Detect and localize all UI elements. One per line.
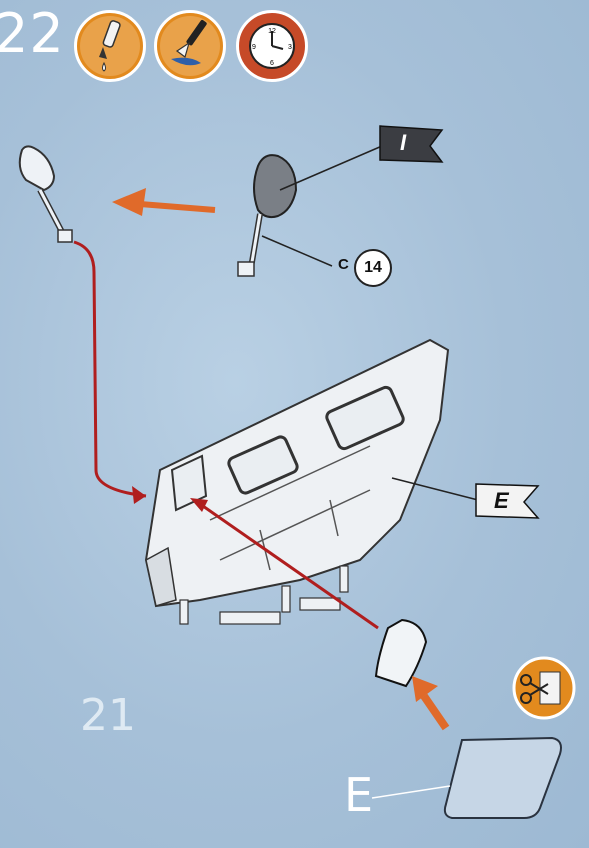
glass-direction-arrow — [412, 676, 450, 731]
door-panel-part — [144, 338, 450, 625]
mirror-part — [237, 154, 298, 277]
glue-bottle-icon — [80, 16, 140, 76]
paint-callout-number: 14 — [354, 249, 392, 287]
scissors-icon — [520, 674, 549, 704]
paint-badge — [154, 10, 226, 82]
glass-guide-line — [199, 502, 379, 630]
clock-numeral-3: 3 — [288, 44, 292, 51]
window-glass-part — [374, 618, 428, 688]
guide-arrowhead — [132, 486, 146, 504]
paint-callout-letter: C — [338, 256, 349, 273]
paint-leader-line — [261, 235, 333, 267]
glass-guide-arrowhead — [190, 498, 208, 512]
clock-numeral-12: 12 — [268, 28, 276, 35]
sprue-letter: E — [344, 768, 374, 822]
direction-arrow — [112, 188, 216, 216]
time-badge: 12 3 6 9 — [236, 10, 308, 82]
sprue-leader-line — [371, 785, 451, 799]
clock-icon: 12 3 6 9 — [242, 16, 302, 76]
attach-guide-line — [73, 240, 147, 498]
door-leader-line — [391, 477, 479, 501]
door-flag — [475, 483, 540, 519]
mirror-leader-line — [279, 145, 383, 191]
mirror-flag — [379, 125, 444, 163]
clock-numeral-9: 9 — [252, 44, 256, 51]
clock-numeral-6: 6 — [270, 60, 274, 67]
door-part-label: E — [494, 488, 509, 513]
step-number: 22 — [0, 2, 65, 65]
sub-step-number: 21 — [80, 690, 136, 741]
mirror-part-label: I — [400, 130, 407, 155]
glue-badge — [74, 10, 146, 82]
mirror-assembled-part — [18, 145, 73, 243]
clear-sprue-sheet — [443, 736, 562, 819]
cut-badge — [512, 656, 576, 720]
paint-brush-icon — [160, 16, 220, 76]
